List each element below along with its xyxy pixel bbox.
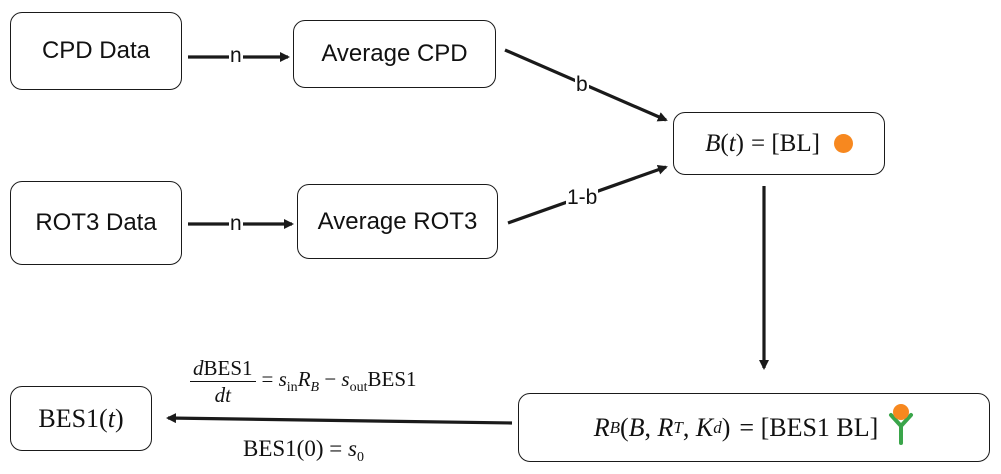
- node-average-rot3-label: Average ROT3: [317, 207, 478, 235]
- node-cpd-data-label: CPD Data: [41, 37, 151, 64]
- node-average-rot3: Average ROT3: [297, 184, 498, 259]
- node-rb-arg-b: B: [628, 412, 645, 442]
- node-rb-arg-rt-sub: T: [673, 417, 683, 437]
- antibody-with-ligand-icon: [888, 403, 914, 452]
- node-rb-arg-kd: K: [695, 412, 714, 442]
- node-rb-args-open: (: [619, 412, 629, 442]
- initial-condition: BES1(0) = s0: [243, 436, 364, 465]
- edge-rb-to-bes1: [166, 413, 513, 425]
- node-rot3-data: ROT3 Data: [10, 181, 182, 265]
- node-rb-symbol: R: [593, 412, 610, 442]
- node-average-cpd: Average CPD: [293, 20, 496, 88]
- node-rb-sub: B: [609, 417, 620, 437]
- node-rb-arg-rt: R: [657, 412, 674, 442]
- edge-label-b: b: [575, 73, 589, 96]
- node-bt-var: t: [728, 129, 736, 157]
- orange-dot-icon: [833, 134, 853, 153]
- node-cpd-data: CPD Data: [10, 12, 182, 90]
- node-average-cpd-label: Average CPD: [321, 40, 468, 67]
- node-bes1: BES1(t): [10, 386, 152, 451]
- node-bt-paren: (: [720, 129, 729, 157]
- node-rb-arg-kd-sub: d: [713, 417, 722, 437]
- ode-fraction: dBES1 dt: [190, 357, 256, 406]
- node-rb-args-close: ): [721, 412, 731, 442]
- node-bt: B(t) = [BL]: [673, 112, 885, 175]
- ode-rhs: = sinRB − soutBES1: [261, 367, 417, 396]
- ode-equation: dBES1 dt = sinRB − soutBES1: [190, 357, 417, 406]
- edge-label-cpd-n: n: [229, 44, 243, 67]
- ode-denominator: dt: [214, 383, 231, 408]
- edge-label-1-minus-b: 1-b: [566, 186, 599, 209]
- node-bes1-label: BES1(t): [38, 403, 124, 433]
- node-bt-paren-close: ): [735, 129, 744, 157]
- node-rb-comma1: ,: [644, 412, 658, 442]
- node-bt-rhs: = [BL]: [750, 129, 820, 157]
- node-bt-lhs: B: [705, 129, 721, 157]
- node-rb-rhs: = [BES1 BL]: [739, 412, 879, 442]
- ode-numerator: dBES1: [190, 357, 256, 383]
- node-rot3-data-label: ROT3 Data: [35, 209, 157, 236]
- node-rb-comma2: ,: [682, 412, 696, 442]
- edge-label-rot3-n: n: [229, 212, 243, 235]
